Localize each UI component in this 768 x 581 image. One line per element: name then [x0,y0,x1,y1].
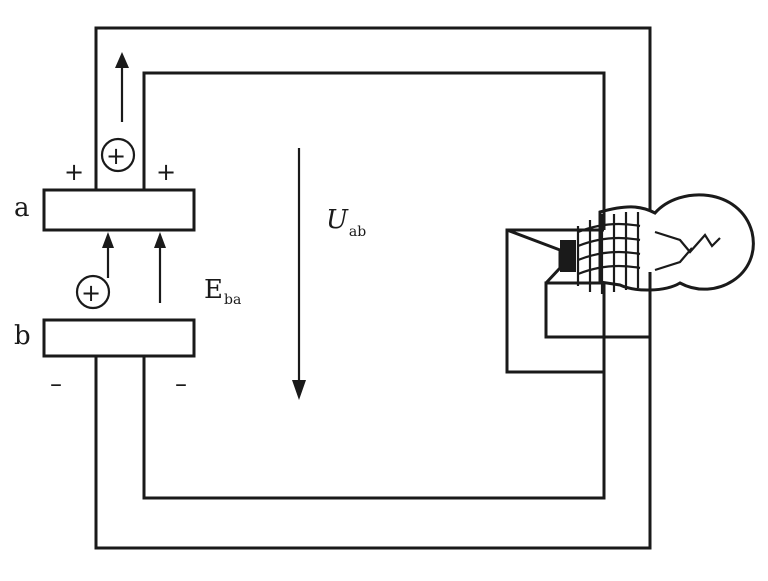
voltage-subscript: ab [349,224,366,240]
terminal-a-label: a [14,193,30,223]
terminal-b-label: b [14,321,31,351]
arrow-icon [154,232,166,303]
voltage-main: U [326,205,349,235]
plus-sign-left: + [64,158,84,186]
lamp-socket-link [506,228,562,285]
positive-charge-icon: + [75,274,111,310]
emf-main: E [204,275,223,305]
plate-b [42,318,196,358]
minus-sign-left: – [50,370,62,398]
minus-sign-right: – [175,370,187,398]
emf-label: Eba [204,275,241,308]
arrow-icon [102,232,114,278]
outer-wire [94,26,652,550]
plus-sign-right: + [156,158,176,186]
lamp-socket-bottom [544,281,652,548]
svg-text:+: + [81,279,101,307]
voltage-label: Uab [326,205,366,240]
lightbulb-icon [560,193,755,294]
plate-a [42,188,196,232]
lamp-socket-top [505,228,606,498]
arrow-icon [292,148,306,400]
svg-text:+: + [106,142,126,170]
arrow-icon [115,52,129,122]
emf-subscript: ba [224,292,241,308]
positive-charge-icon: + [100,137,136,173]
